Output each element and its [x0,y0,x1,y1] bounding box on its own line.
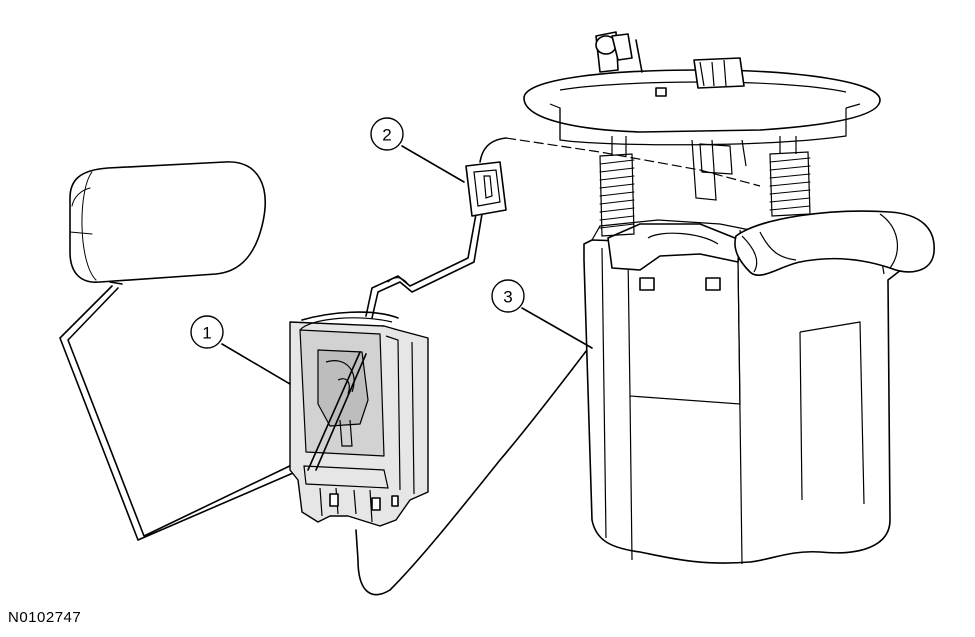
callout-2: 2 [370,117,404,151]
callout-1: 1 [190,315,224,349]
callout-3-label: 3 [503,288,512,307]
callout-leaders [221,145,593,385]
float-arm [59,281,301,541]
callout-1-label: 1 [202,324,211,343]
callout-2-label: 2 [382,126,391,145]
figure-id-label: N0102747 [8,609,82,626]
sensor-harness [365,213,483,319]
electrical-connector [465,137,507,217]
wire-to-flange [505,137,761,187]
callout-3: 3 [491,279,525,313]
fuel-level-sensor [289,311,429,527]
fuel-level-float [69,161,266,283]
fuel-pump-module [523,31,935,565]
